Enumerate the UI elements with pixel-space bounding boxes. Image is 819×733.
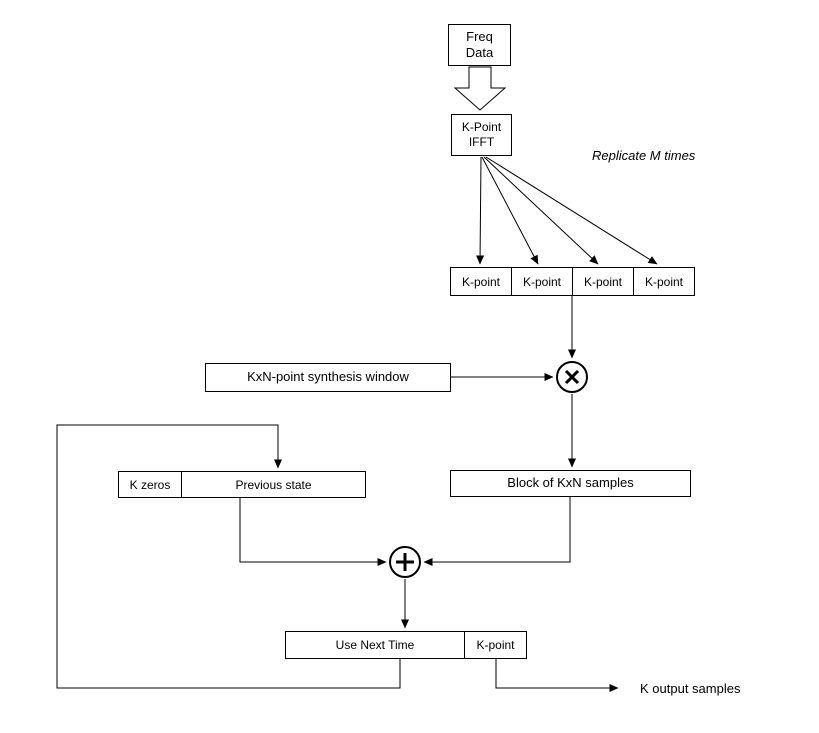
- kpoint-cell: K-point: [572, 268, 633, 295]
- multiply-node: [556, 361, 588, 393]
- kpoint-cell: K-point: [633, 268, 694, 295]
- freq-data-box: Freq Data: [448, 24, 511, 66]
- add-node: [389, 546, 421, 578]
- kpoint-out-cell: K-point: [464, 632, 526, 658]
- flow-connectors: [56, 296, 619, 692]
- use-next-time-cell: Use Next Time: [335, 638, 415, 652]
- kpoint-cell: K-point: [511, 268, 572, 295]
- replicate-note: Replicate M times: [592, 148, 696, 163]
- previous-state-cell: Previous state: [181, 472, 365, 497]
- output-row: Use Next Time K-point: [285, 631, 527, 659]
- state-row: K zeros Previous state: [118, 471, 366, 498]
- block-arrow-icon: [453, 66, 507, 111]
- synthesis-window-box: KxN-point synthesis window: [205, 363, 451, 392]
- k-zeros-cell: K zeros: [129, 477, 171, 492]
- output-label: K output samples: [640, 681, 741, 696]
- kpoint-row: K-point K-point K-point K-point: [450, 267, 695, 296]
- multiply-icon: [564, 369, 580, 385]
- kpoint-ifft-box: K-Point IFFT: [451, 114, 512, 156]
- kpoint-cell: K-point: [461, 274, 501, 289]
- block-samples-box: Block of KxN samples: [450, 470, 691, 497]
- add-icon: [396, 553, 414, 571]
- replicate-arrows: [476, 156, 658, 265]
